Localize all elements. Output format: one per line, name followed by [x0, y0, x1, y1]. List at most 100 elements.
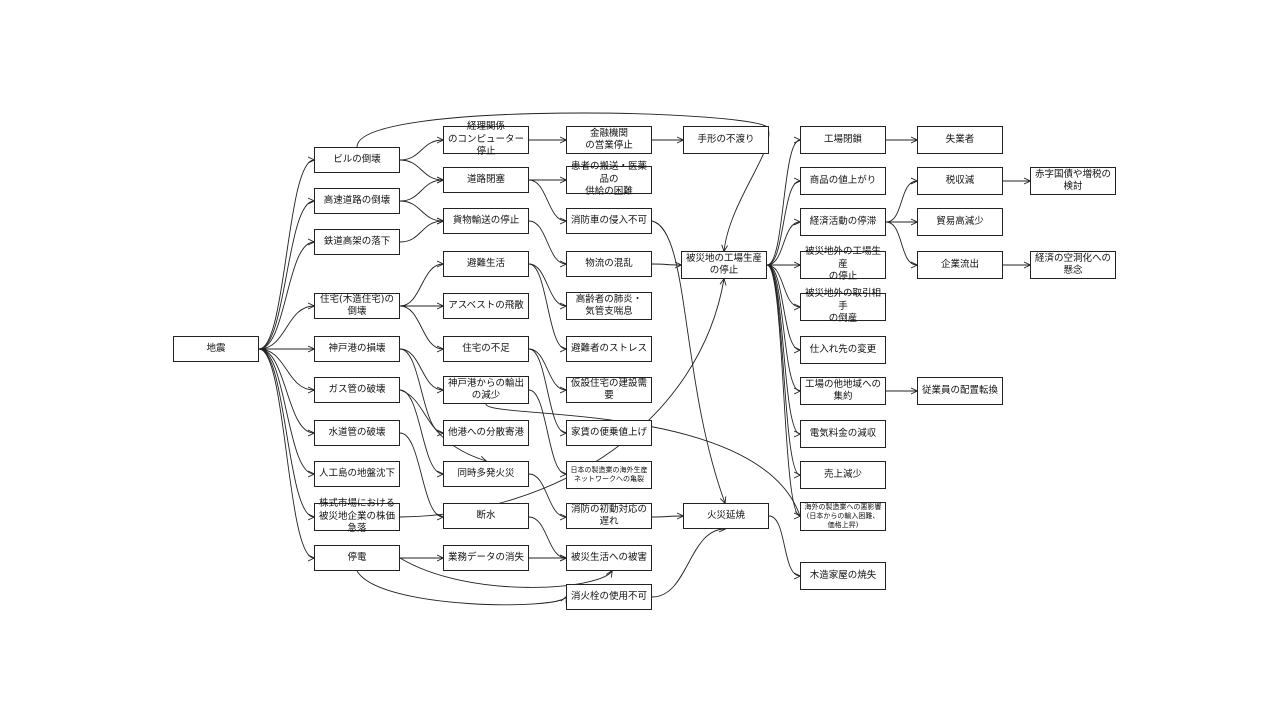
- connector: [399, 557, 612, 588]
- node-gas-pipe: ガス管の破壊: [314, 377, 400, 403]
- connector: [766, 264, 800, 475]
- connector: [766, 264, 800, 391]
- node-trade-decrease: 貿易高減少: [917, 208, 1003, 236]
- node-earthquake: 地震: [173, 336, 259, 362]
- node-overseas-impact: 海外の製造業への悪影響 (日本からの輸入困難、 価格上昇): [800, 502, 886, 531]
- connector: [399, 140, 443, 161]
- node-factory-stop: 被災地の工場生産 の停止: [681, 251, 767, 279]
- connector: [528, 473, 566, 517]
- node-rent-increase: 家賃の便乗値上げ: [566, 420, 652, 446]
- connector: [766, 181, 800, 266]
- node-house-collapse: 住宅(木造住宅)の倒壊: [314, 293, 400, 319]
- node-cargo-stop: 貨物輸送の停止: [443, 208, 529, 234]
- node-hydrant-unusable: 消火栓の使用不可: [566, 584, 652, 610]
- node-logistics-chaos: 物流の混乱: [566, 251, 652, 277]
- connector: [399, 264, 443, 307]
- connector: [768, 515, 800, 576]
- connector: [399, 348, 443, 390]
- connector: [766, 140, 800, 266]
- node-price-rise: 商品の値上がり: [800, 167, 886, 195]
- node-fire-spread: 火災延焼: [683, 503, 769, 529]
- connector: [399, 389, 443, 474]
- connector: [399, 389, 486, 461]
- node-evacuee-stress: 避難者のストレス: [566, 336, 652, 362]
- connector: [258, 348, 314, 433]
- connector: [399, 180, 443, 202]
- node-wooden-houses-burned: 木造家屋の焼失: [800, 562, 886, 590]
- connector: [528, 179, 566, 221]
- connector: [528, 516, 566, 558]
- connector: [258, 201, 314, 350]
- connector: [885, 181, 917, 223]
- node-accounting-computer: 経理関係 のコンピューター停止: [443, 121, 529, 157]
- node-water-cutoff: 断水: [443, 503, 529, 529]
- node-outside-factory-stop: 被災地外の工場生産 の停止: [800, 246, 886, 282]
- connector: [258, 348, 314, 474]
- connector: [258, 348, 314, 558]
- node-economic-stagnation: 経済活動の停滞: [800, 208, 886, 236]
- node-unemployed: 失業者: [917, 126, 1003, 154]
- node-factory-closure: 工場閉鎖: [800, 126, 886, 154]
- connector: [258, 160, 314, 350]
- node-asbestos: アスベストの飛散: [443, 293, 529, 319]
- node-deficit-bonds: 赤字国債や増税の検討: [1030, 167, 1116, 195]
- node-fire-engine-blocked: 消防車の侵入不可: [566, 208, 652, 234]
- connector: [528, 348, 566, 433]
- connector: [399, 200, 443, 221]
- node-highway-collapse: 高速道路の倒壊: [314, 188, 400, 214]
- node-company-outflow: 企業流出: [917, 251, 1003, 279]
- connector: [258, 242, 314, 350]
- node-road-blocked: 道路閉塞: [443, 167, 529, 193]
- node-patient-transport: 患者の搬送・医薬品の 供給の困難: [566, 161, 652, 197]
- connector: [399, 432, 443, 517]
- connector: [258, 348, 314, 390]
- connector: [258, 306, 314, 350]
- node-overseas-network: 日本の製造業の海外生産 ネットワークへの亀裂: [566, 461, 652, 489]
- node-staff-relocation: 従業員の配置転換: [917, 377, 1003, 405]
- connector: [651, 220, 725, 503]
- node-electricity-revenue: 電気料金の減収: [800, 420, 886, 448]
- connector: [766, 264, 800, 434]
- node-evacuation-life: 避難生活: [443, 251, 529, 277]
- connector: [651, 529, 725, 598]
- connector: [528, 263, 566, 349]
- node-power-outage: 停電: [314, 545, 400, 571]
- connector: [885, 221, 917, 265]
- node-other-ports: 他港への分散寄港: [443, 420, 529, 446]
- node-living-damage: 被災生活への被害: [566, 545, 652, 571]
- connector: [356, 112, 770, 251]
- node-water-pipe: 水道管の破壊: [314, 420, 400, 446]
- node-sales-decrease: 売上減少: [800, 461, 886, 489]
- connector: [766, 264, 800, 350]
- connector: [399, 348, 443, 433]
- node-partner-bankruptcy: 被災地外の取引相手 の倒産: [800, 288, 886, 324]
- node-elderly-pneumonia: 高齢者の肺炎・ 気管支喘息: [566, 292, 652, 320]
- connector: [651, 516, 683, 517]
- node-export-decrease: 神戸港からの輸出 の減少: [443, 376, 529, 404]
- connector: [766, 264, 800, 307]
- connector: [356, 570, 566, 606]
- connector: [528, 220, 566, 264]
- connector: [766, 222, 800, 266]
- connector: [528, 263, 566, 306]
- node-supplier-change: 仕入れ先の変更: [800, 336, 886, 364]
- connector: [528, 348, 566, 390]
- node-initial-response-delay: 消防の初動対応の遅れ: [566, 503, 652, 529]
- connector: [258, 348, 314, 517]
- connector: [651, 264, 681, 265]
- node-tax-decrease: 税収減: [917, 167, 1003, 195]
- node-building-collapse: ビルの倒壊: [314, 147, 400, 173]
- node-housing-shortage: 住宅の不足: [443, 336, 529, 362]
- connector: [766, 264, 800, 516]
- node-simultaneous-fires: 同時多発火災: [443, 461, 529, 487]
- node-stock-drop: 株式市場における 被災地企業の株価急落: [314, 498, 400, 534]
- node-island-subsidence: 人工島の地盤沈下: [314, 461, 400, 487]
- node-hollowing-concern: 経済の空洞化への懸念: [1030, 251, 1116, 279]
- node-factory-concentration: 工場の他地域への集約: [800, 377, 886, 405]
- connector: [399, 159, 443, 180]
- node-bill-dishonor: 手形の不渡り: [683, 126, 769, 154]
- node-bank-closure: 金融機関 の営業停止: [566, 126, 652, 154]
- node-data-loss: 業務データの消失: [443, 545, 529, 571]
- node-port-damage: 神戸港の損壊: [314, 336, 400, 362]
